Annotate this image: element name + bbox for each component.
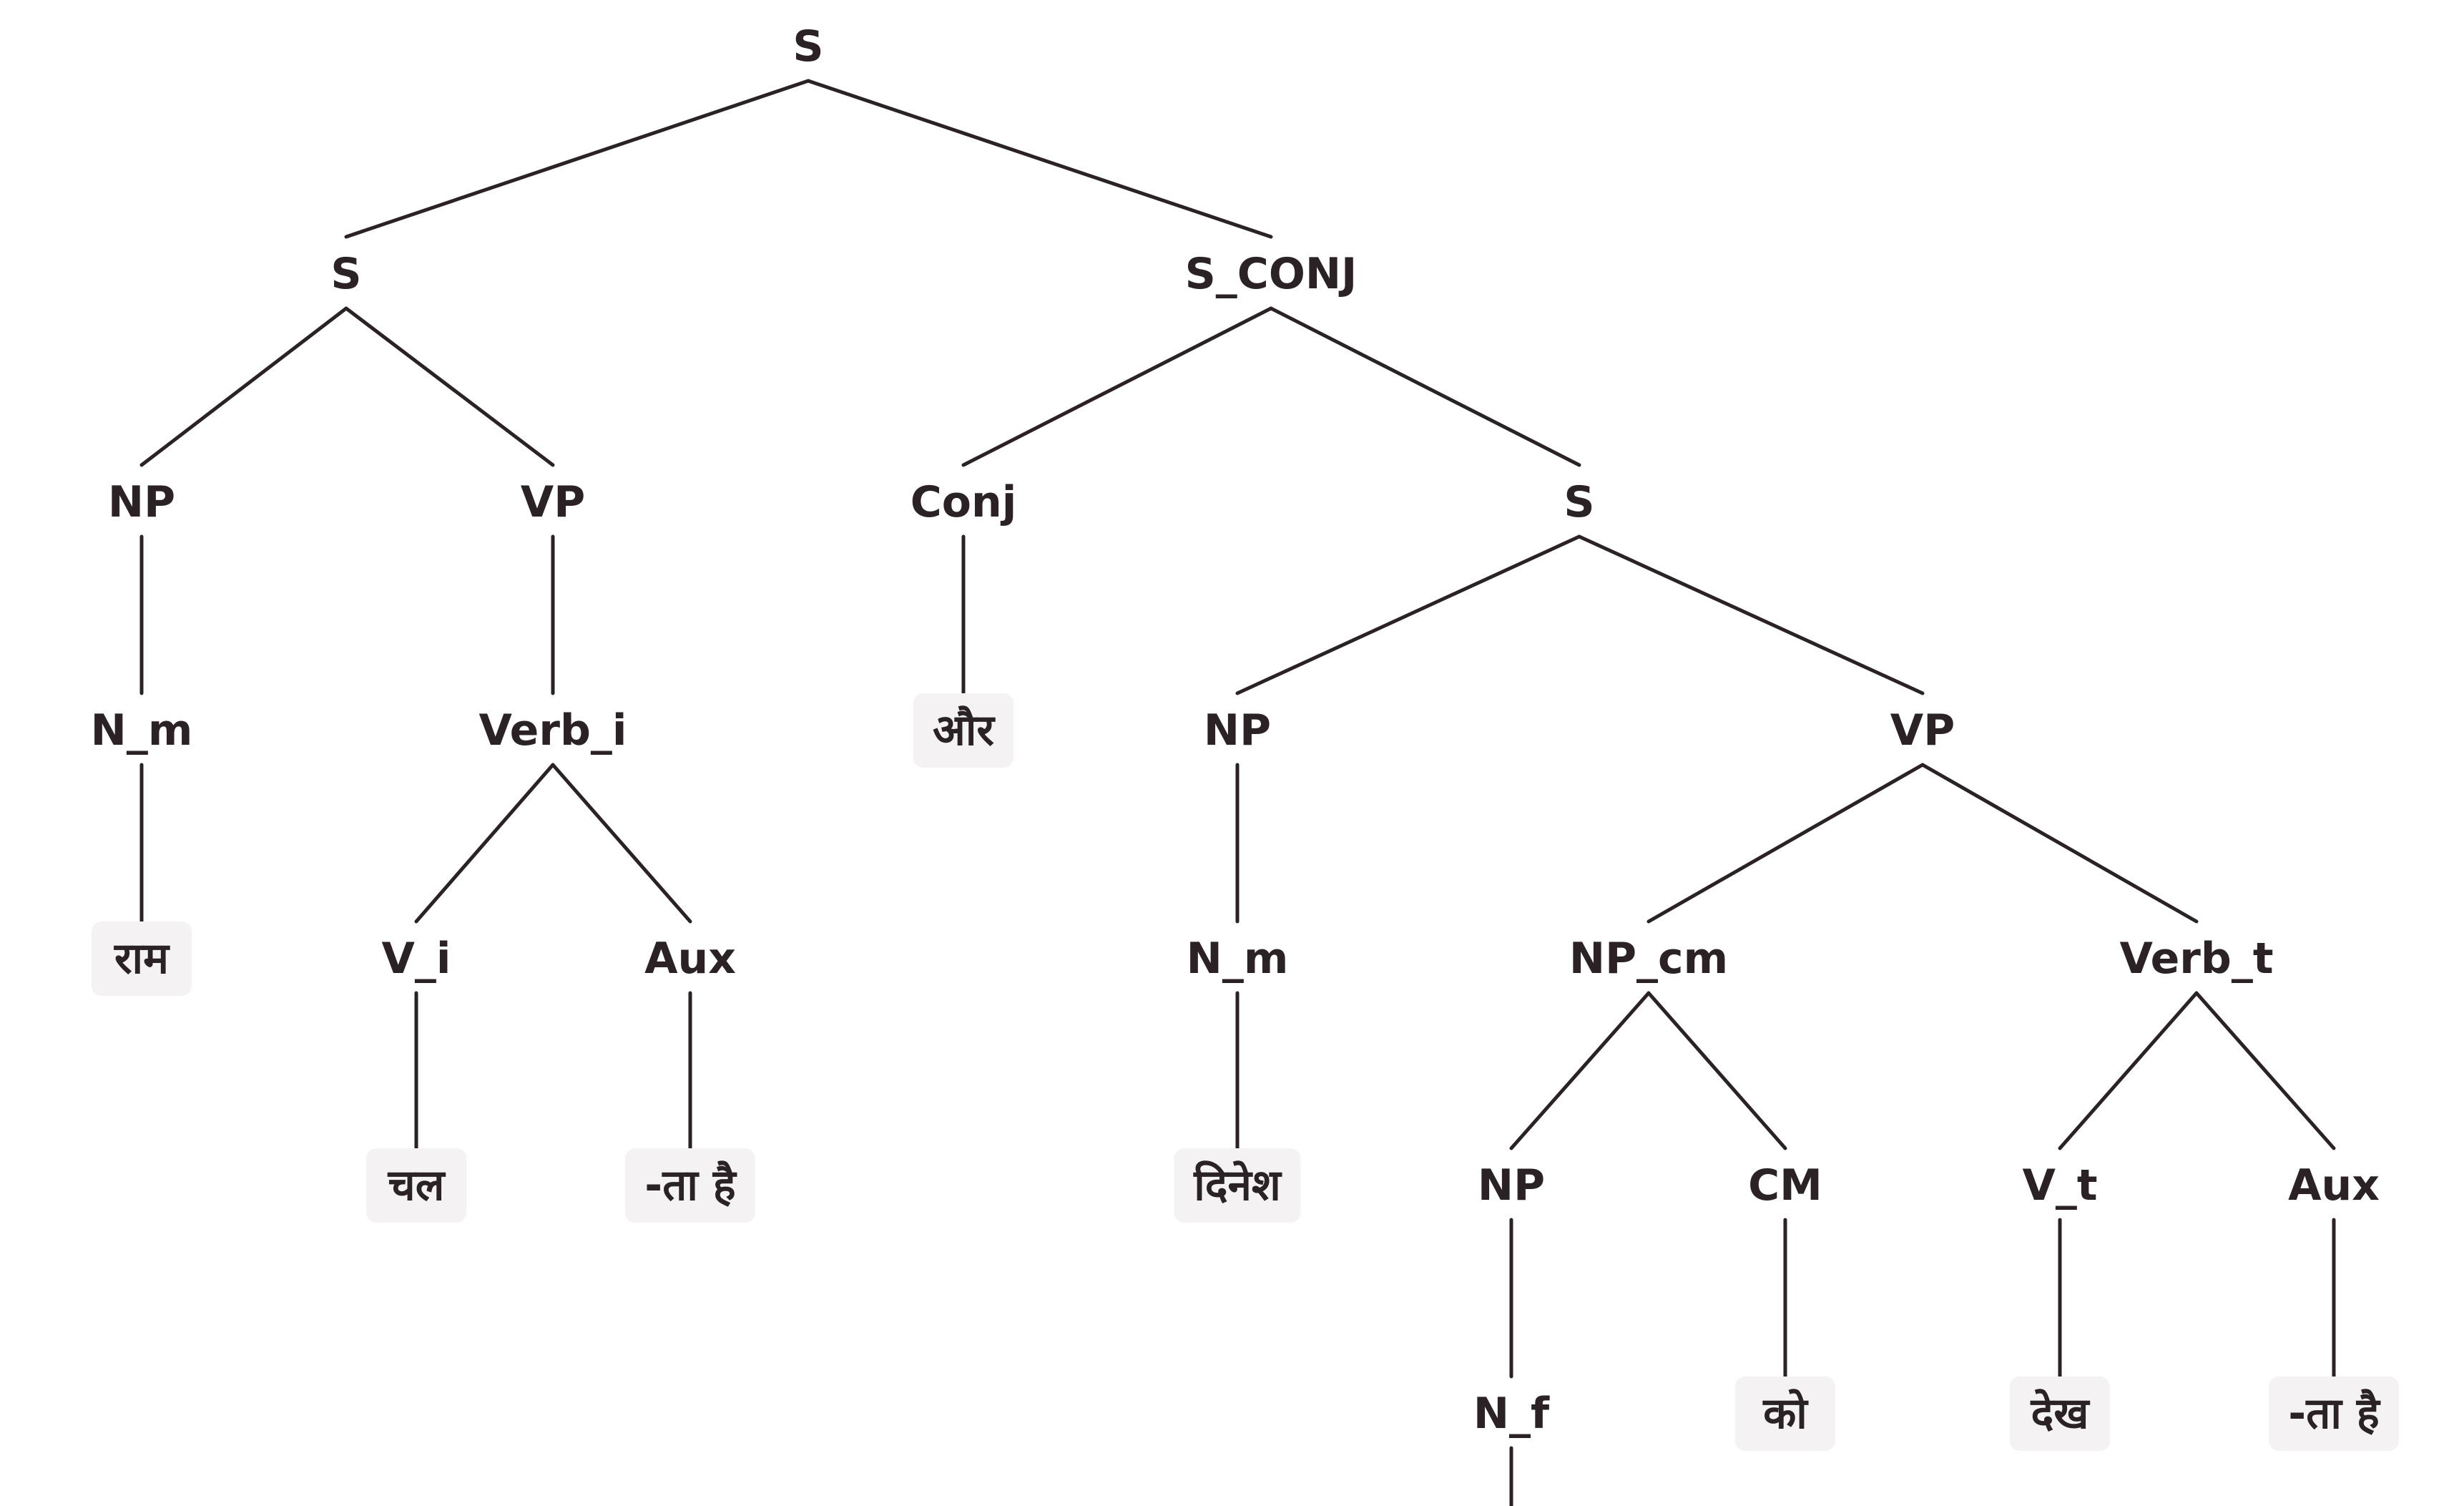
node-label: V_t bbox=[2022, 1160, 2097, 1211]
tree-edge bbox=[1577, 534, 1925, 695]
leaf-word-box bbox=[2269, 1377, 2399, 1451]
tree-edge bbox=[1646, 763, 1925, 924]
node-label: Verb_t bbox=[2119, 934, 2273, 984]
leaf-word: को bbox=[1735, 1377, 1835, 1451]
leaf-word-box bbox=[2010, 1377, 2110, 1451]
tree-edge bbox=[1920, 763, 2199, 924]
tree-edge bbox=[414, 763, 555, 924]
tree-node: NP bbox=[1478, 1160, 1545, 1211]
tree-node: NP_cm bbox=[1569, 934, 1728, 984]
tree-node: V_t bbox=[2022, 1160, 2097, 1211]
node-label: VP bbox=[1890, 705, 1955, 756]
tree-node: S bbox=[330, 249, 361, 299]
node-label: Verb_i bbox=[479, 705, 627, 756]
tree-node: VP bbox=[521, 477, 585, 527]
tree-node: N_f bbox=[1473, 1389, 1550, 1439]
leaf-word-box bbox=[92, 921, 192, 996]
leaf-word: देख bbox=[2010, 1377, 2110, 1451]
leaf-word-label: -ता है bbox=[644, 1160, 737, 1211]
tree-node: CM bbox=[1748, 1160, 1822, 1211]
tree-node: NP bbox=[108, 477, 175, 527]
tree-node: VP bbox=[1890, 705, 1955, 756]
tree-node: Conj bbox=[910, 477, 1017, 527]
leaf-word-box bbox=[1174, 1148, 1301, 1223]
node-label: NP_cm bbox=[1569, 934, 1728, 984]
leaf-word-box bbox=[366, 1148, 466, 1223]
tree-node: Verb_i bbox=[479, 705, 627, 756]
node-label: V_i bbox=[381, 934, 451, 984]
node-label: NP bbox=[108, 477, 175, 527]
tree-node: S_CONJ bbox=[1185, 249, 1358, 299]
tree-edges bbox=[139, 79, 2336, 1506]
leaf-word-label: चल bbox=[388, 1160, 446, 1211]
node-label: S bbox=[330, 249, 361, 299]
tree-edge bbox=[806, 79, 1273, 239]
tree-edge bbox=[1509, 991, 1651, 1150]
leaf-word-label: दिनेश bbox=[1193, 1160, 1282, 1211]
tree-node: S bbox=[792, 21, 823, 72]
leaf-word-label: को bbox=[1762, 1389, 1809, 1439]
tree-node: V_i bbox=[381, 934, 451, 984]
leaf-word: -ता है bbox=[625, 1148, 755, 1223]
node-label: N_f bbox=[1473, 1389, 1550, 1439]
node-label: S bbox=[1564, 477, 1594, 527]
tree-node: Aux bbox=[2288, 1160, 2380, 1211]
leaf-word: और bbox=[913, 693, 1014, 768]
node-label: CM bbox=[1748, 1160, 1822, 1211]
node-label: Aux bbox=[2288, 1160, 2380, 1211]
tree-node: NP bbox=[1204, 705, 1271, 756]
node-label: S bbox=[792, 21, 823, 72]
tree-edge bbox=[1235, 534, 1581, 695]
tree-edge bbox=[139, 306, 348, 467]
leaf-word-label: देख bbox=[2031, 1389, 2091, 1439]
tree-node: N_m bbox=[91, 705, 193, 756]
tree-edge bbox=[961, 306, 1273, 467]
node-label: Aux bbox=[644, 934, 736, 984]
tree-edge bbox=[1646, 991, 1787, 1150]
tree-node: Verb_t bbox=[2119, 934, 2273, 984]
leaf-word-label: -ता है bbox=[2288, 1389, 2381, 1439]
leaf-word-box bbox=[913, 693, 1014, 768]
node-label: Conj bbox=[910, 477, 1017, 527]
tree-edge bbox=[344, 79, 810, 239]
node-label: N_m bbox=[91, 705, 193, 756]
leaf-word: दिनेश bbox=[1174, 1148, 1301, 1223]
node-label: S_CONJ bbox=[1185, 249, 1358, 299]
node-label: VP bbox=[521, 477, 585, 527]
leaf-word: चल bbox=[366, 1148, 466, 1223]
leaf-word: -ता है bbox=[2269, 1377, 2399, 1451]
tree-edge bbox=[551, 763, 692, 924]
node-label: N_m bbox=[1187, 934, 1289, 984]
tree-edge bbox=[2194, 991, 2336, 1150]
tree-node: N_m bbox=[1187, 934, 1289, 984]
tree-edge bbox=[344, 306, 555, 467]
tree-node: Aux bbox=[644, 934, 736, 984]
leaf-word-label: और bbox=[933, 705, 996, 756]
node-label: NP bbox=[1478, 1160, 1545, 1211]
tree-edge bbox=[1269, 306, 1581, 467]
leaf-word: राम bbox=[92, 921, 192, 996]
tree-node: S bbox=[1564, 477, 1594, 527]
leaf-word-box bbox=[625, 1148, 755, 1223]
tree-edge bbox=[2058, 991, 2199, 1150]
node-label: NP bbox=[1204, 705, 1271, 756]
leaf-word-label: राम bbox=[114, 934, 170, 984]
leaf-word-box bbox=[1735, 1377, 1835, 1451]
